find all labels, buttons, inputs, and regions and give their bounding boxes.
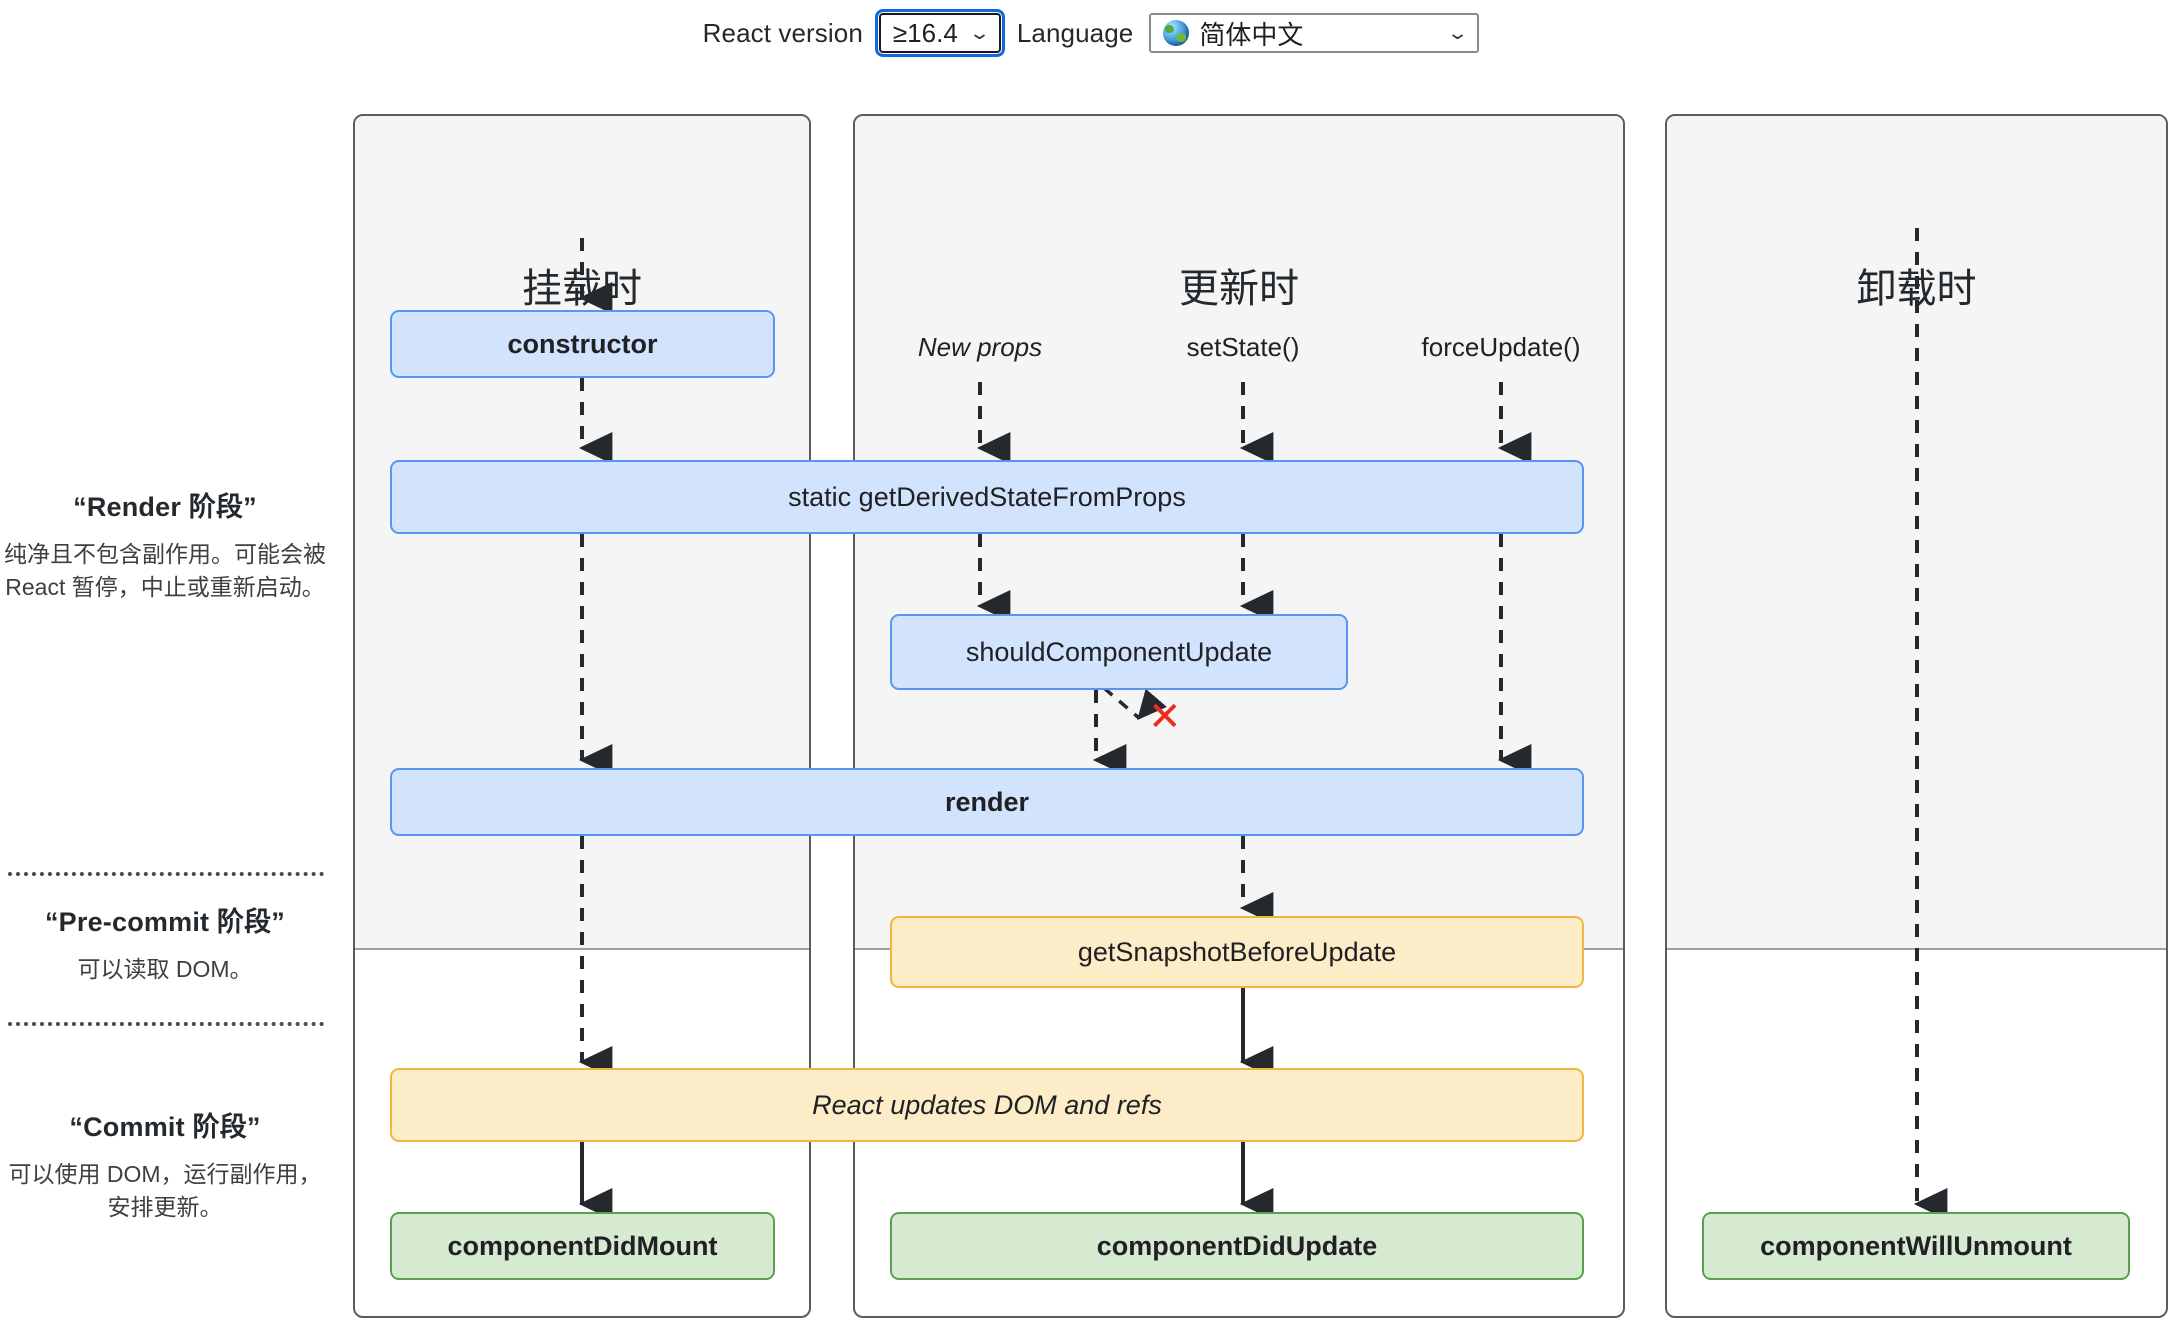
trigger-new-props: New props xyxy=(917,332,1043,362)
box-should-component-update[interactable]: shouldComponentUpdate xyxy=(890,614,1348,690)
box-component-did-mount[interactable]: componentDidMount xyxy=(390,1212,775,1280)
skip-render-x-icon: ✕ xyxy=(1148,695,1182,739)
trigger-force-update: forceUpdate() xyxy=(1421,332,1581,362)
phase-description: 可以使用 DOM，运行副作用，安排更新。 xyxy=(8,1161,322,1220)
column-title: 卸载时 xyxy=(1856,267,1977,311)
language-value: 简体中文 xyxy=(1199,19,1304,50)
phase-divider-top xyxy=(8,872,324,876)
chevron-down-icon: ⌄ xyxy=(1446,23,1470,43)
phase-title: “Pre-commit 阶段” xyxy=(44,907,286,937)
globe-icon xyxy=(1163,20,1190,46)
column-title: 挂载时 xyxy=(522,267,642,311)
phase-title: “Commit 阶段” xyxy=(69,1112,261,1142)
react-version-label: React version xyxy=(702,17,863,48)
phase-title: “Render 阶段” xyxy=(73,492,257,522)
box-react-updates-dom-and-refs[interactable]: React updates DOM and refs xyxy=(390,1068,1584,1142)
chevron-down-icon: ⌄ xyxy=(968,23,991,43)
box-component-did-update[interactable]: componentDidUpdate xyxy=(890,1212,1584,1280)
phase-commit: “Commit 阶段” 可以使用 DOM，运行副作用，安排更新。 xyxy=(0,1105,330,1223)
render-phase-background xyxy=(1667,116,2166,950)
phase-render: “Render 阶段” 纯净且不包含副作用。可能会被 React 暂停，中止或重… xyxy=(0,485,330,603)
phase-description: 可以读取 DOM。 xyxy=(77,956,253,982)
phase-divider-bottom xyxy=(8,1022,324,1026)
language-label: Language xyxy=(1016,17,1134,48)
controls-bar: React version ≥16.4 ⌄ Language 简体中文 ⌄ xyxy=(0,0,2182,66)
column-unmounting: 卸载时 xyxy=(1665,114,2168,1318)
phase-description: 纯净且不包含副作用。可能会被 React 暂停，中止或重新启动。 xyxy=(4,541,326,600)
box-get-derived-state-from-props[interactable]: static getDerivedStateFromProps xyxy=(390,460,1584,534)
box-get-snapshot-before-update[interactable]: getSnapshotBeforeUpdate xyxy=(890,916,1584,988)
phase-pre-commit: “Pre-commit 阶段” 可以读取 DOM。 xyxy=(0,900,330,986)
box-constructor[interactable]: constructor xyxy=(390,310,775,378)
trigger-set-state: setState() xyxy=(1186,332,1300,362)
react-version-value: ≥16.4 xyxy=(892,17,958,48)
box-component-will-unmount[interactable]: componentWillUnmount xyxy=(1702,1212,2130,1280)
box-render[interactable]: render xyxy=(390,768,1584,836)
language-select[interactable]: 简体中文 ⌄ xyxy=(1149,13,1480,53)
column-title: 更新时 xyxy=(1179,267,1299,311)
react-version-select[interactable]: ≥16.4 ⌄ xyxy=(874,9,1005,57)
